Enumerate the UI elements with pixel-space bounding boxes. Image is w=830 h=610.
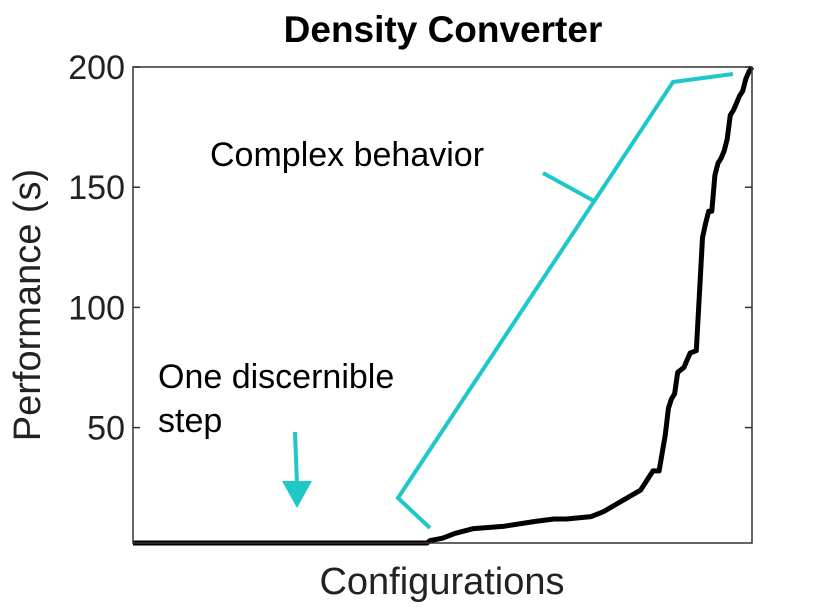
- annotation-bracket: [395, 72, 734, 530]
- y-tick-label: 50: [87, 410, 125, 448]
- y-tick-label: 150: [68, 169, 125, 207]
- y-axis-label: Performance (s): [7, 169, 49, 441]
- chart-title: Density Converter: [284, 9, 603, 50]
- y-axis-ticks: 50 100 150 200: [68, 49, 752, 448]
- annotation-complex-behavior: Complex behavior: [210, 136, 484, 174]
- y-tick-label: 100: [68, 289, 125, 327]
- series-line: [133, 65, 755, 546]
- plot-frame: [132, 66, 753, 544]
- annotation-step: step: [158, 402, 222, 440]
- y-tick-label: 200: [68, 49, 125, 87]
- x-axis-label: Configurations: [319, 561, 564, 603]
- down-arrow-icon: [282, 431, 312, 508]
- annotation-one-discernible: One discernible: [158, 358, 394, 396]
